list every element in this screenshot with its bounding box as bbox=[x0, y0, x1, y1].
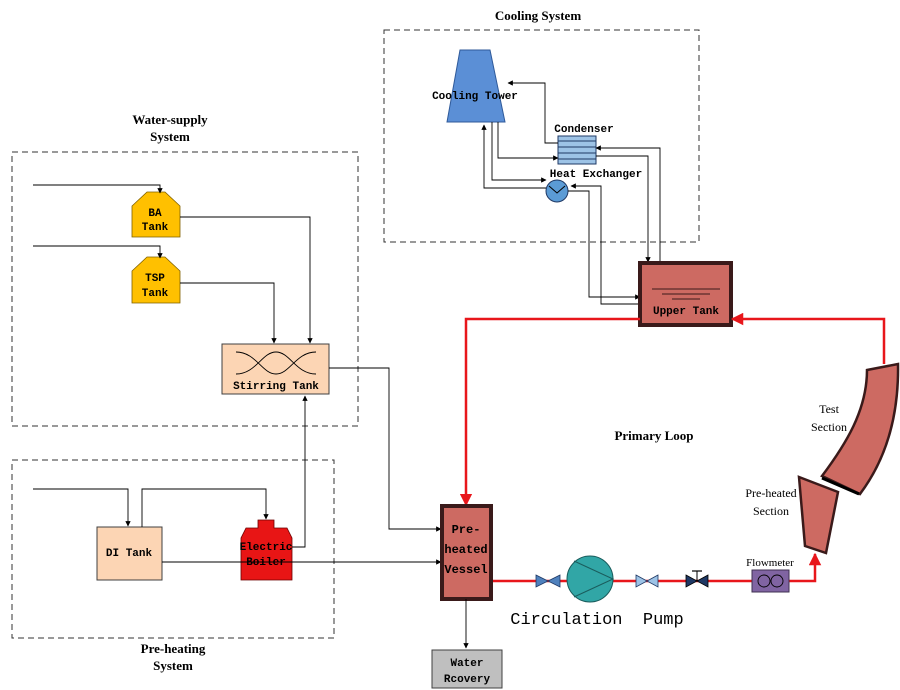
water-supply-title-line1: Water-supply bbox=[132, 112, 208, 127]
stirring-to-vessel-line bbox=[329, 367, 442, 532]
water-supply-boundary bbox=[11, 151, 359, 427]
preheated-vessel-label-line2: heated bbox=[444, 543, 487, 557]
cooling-tower bbox=[446, 49, 506, 123]
circulation-pump-label: Circulation Pump bbox=[510, 611, 683, 630]
preheated-section-label-line2: Section bbox=[753, 504, 789, 518]
tsp-tank-label-line1: TSP bbox=[145, 273, 165, 285]
tower-to-condenser-line bbox=[497, 122, 559, 161]
di-to-boiler-line bbox=[141, 488, 269, 527]
ba-inlet-line bbox=[33, 184, 163, 194]
valve-2 bbox=[635, 574, 659, 588]
preheated-vessel bbox=[440, 504, 493, 601]
ba-tank-label-line1: BA bbox=[148, 208, 162, 220]
upper-tank-label: Upper Tank bbox=[653, 306, 719, 318]
condenser-to-upper-tank-line bbox=[596, 155, 651, 263]
preheated-section-label-line1: Pre-heated bbox=[745, 486, 796, 500]
control-valve bbox=[685, 570, 709, 588]
boiler-to-stirring-line bbox=[292, 395, 308, 548]
preheating-boundary bbox=[11, 459, 335, 639]
test-section-label-line1: Test bbox=[819, 402, 839, 416]
valve-1 bbox=[535, 574, 561, 588]
water-supply-title-line2: System bbox=[150, 129, 190, 144]
preheated-vessel-label-line3: Vessel bbox=[444, 563, 487, 577]
ba-to-stirring-line bbox=[180, 216, 313, 344]
ba-tank bbox=[131, 191, 181, 238]
test-section-label-line2: Section bbox=[811, 420, 847, 434]
di-tank-label: DI Tank bbox=[106, 548, 153, 560]
circulation-pump bbox=[566, 555, 615, 603]
test-section bbox=[820, 362, 900, 496]
condenser-to-tower-line bbox=[507, 80, 558, 144]
primary-loop-title: Primary Loop bbox=[614, 428, 693, 443]
cooling-tower-label: Cooling Tower bbox=[432, 91, 518, 103]
flowmeter-label: Flowmeter bbox=[746, 557, 794, 569]
tower-to-hx-line bbox=[491, 122, 547, 183]
preheated-vessel-label-line1: Pre- bbox=[452, 523, 481, 537]
electric-boiler bbox=[240, 519, 293, 581]
preheating-title-line1: Pre-heating bbox=[141, 641, 206, 656]
upper-tank-to-hx-line bbox=[570, 183, 640, 305]
tsp-tank bbox=[131, 256, 181, 304]
upper-tank-to-vessel-line bbox=[459, 317, 640, 507]
condenser bbox=[557, 135, 597, 165]
cooling-system-title: Cooling System bbox=[495, 8, 581, 23]
heat-exchanger bbox=[545, 179, 569, 203]
tsp-inlet-line bbox=[33, 245, 163, 259]
condenser-label: Condenser bbox=[554, 124, 613, 136]
water-recovery bbox=[431, 649, 503, 689]
stirring-tank-label: Stirring Tank bbox=[233, 381, 319, 393]
heat-exchanger-label: Heat Exchanger bbox=[550, 169, 642, 181]
tsp-tank-label-line2: Tank bbox=[142, 288, 169, 300]
preheated-section bbox=[797, 475, 840, 555]
hx-to-upper-tank-line bbox=[568, 190, 641, 300]
di-inlet-line bbox=[33, 488, 131, 527]
test-section-to-upper-tank-line bbox=[730, 312, 886, 364]
hx-to-tower-line bbox=[481, 124, 546, 189]
ba-tank-label-line2: Tank bbox=[142, 222, 169, 234]
flowmeter bbox=[751, 569, 790, 593]
cooling-system-boundary bbox=[383, 29, 700, 243]
water-recovery-label-line2: Rcovery bbox=[444, 674, 491, 686]
electric-boiler-label-line2: Boiler bbox=[246, 557, 286, 569]
water-recovery-label-line1: Water bbox=[450, 658, 483, 670]
di-tank bbox=[96, 526, 163, 581]
electric-boiler-label-line1: Electric bbox=[240, 542, 293, 554]
upper-tank-to-condenser-line bbox=[595, 145, 661, 262]
preheating-title-line2: System bbox=[153, 658, 193, 673]
tsp-to-stirring-line bbox=[180, 282, 277, 344]
